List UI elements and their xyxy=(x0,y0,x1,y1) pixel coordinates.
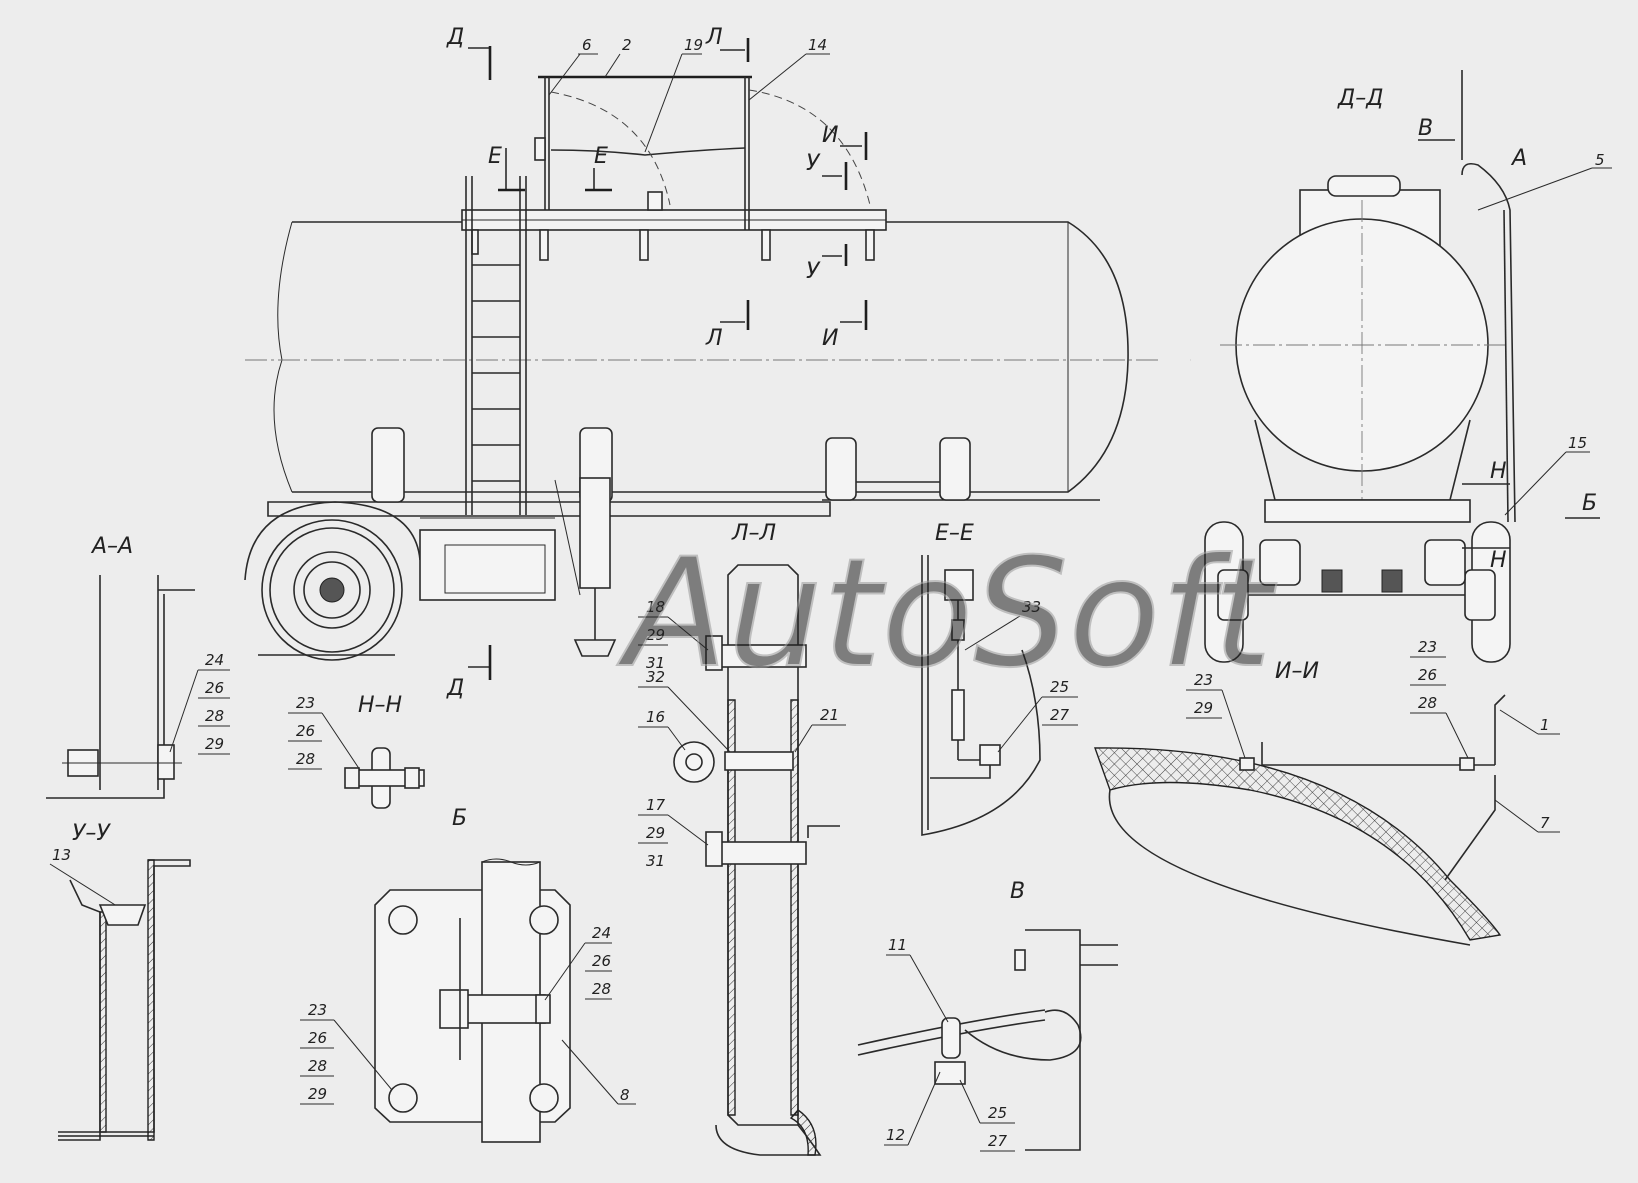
view-v: В 11 12 25 27 xyxy=(857,879,1118,1152)
callout-14: 14 xyxy=(808,36,827,54)
platform-legs xyxy=(471,229,875,261)
callouts-main: 6 2 19 14 xyxy=(548,36,830,153)
b-callout-23: 23 xyxy=(308,1001,327,1019)
main-side-view xyxy=(244,75,1160,661)
ee-callout-27: 27 xyxy=(1050,706,1070,724)
v-callout-12: 12 xyxy=(886,1126,905,1144)
ii-callout-7: 7 xyxy=(1540,814,1550,832)
ll-callout-29a: 29 xyxy=(646,626,665,644)
callout-5: 5 xyxy=(1595,151,1605,169)
ii-callout-26: 26 xyxy=(1418,666,1437,684)
ee-callout-25: 25 xyxy=(1050,678,1069,696)
ll-callout-17: 17 xyxy=(646,796,666,814)
ii-callout-1: 1 xyxy=(1540,716,1550,734)
view-ee: Е–Е 33 25 27 xyxy=(921,521,1078,836)
section-u-bottom-label: У xyxy=(806,259,821,284)
section-i-top-label: И xyxy=(822,123,838,148)
b-callout-29: 29 xyxy=(308,1085,327,1103)
b-callout-24: 24 xyxy=(592,924,611,942)
ii-callout-29: 29 xyxy=(1194,699,1213,717)
nn-callout-26: 26 xyxy=(296,722,315,740)
marker-v: В xyxy=(1418,116,1433,141)
section-l-bottom-label: Л xyxy=(705,326,723,351)
view-uu: У–У 13 xyxy=(49,821,191,1141)
ii-callout-28: 28 xyxy=(1418,694,1437,712)
ll-callout-21: 21 xyxy=(820,706,839,724)
section-l-top-label: Л xyxy=(705,25,723,50)
section-d-top-label: Д xyxy=(446,25,464,50)
ll-callout-31b: 31 xyxy=(646,852,665,870)
section-e-right-label: Е xyxy=(594,144,608,169)
view-ee-title: Е–Е xyxy=(935,521,974,546)
view-ll-title: Л–Л xyxy=(731,521,776,546)
section-e-left-label: Е xyxy=(488,144,502,169)
toolbox xyxy=(419,517,556,601)
aa-callout-29: 29 xyxy=(205,735,224,753)
view-ii: И–И 23 29 23 26 28 1 7 xyxy=(1094,638,1560,946)
view-nn: Н–Н 23 26 28 xyxy=(288,693,425,809)
section-i-bottom-label: И xyxy=(822,326,838,351)
view-ll: Л–Л 18 29 31 32 16 21 17 29 31 xyxy=(638,521,846,1156)
v-callout-11: 11 xyxy=(888,936,907,954)
view-dd-title: Д–Д xyxy=(1337,86,1383,111)
section-d-bottom-label: Д xyxy=(446,676,464,701)
tank-saddles xyxy=(371,427,971,503)
view-aa-title: А–А xyxy=(90,534,133,559)
wheel-assembly xyxy=(244,501,421,661)
callout-2: 2 xyxy=(622,36,632,54)
marker-a: А xyxy=(1510,146,1527,171)
view-v-title: В xyxy=(1010,879,1025,904)
ll-callout-31a: 31 xyxy=(646,654,665,672)
b-callout-26: 26 xyxy=(592,952,611,970)
marker-n-2: Н xyxy=(1490,548,1507,573)
b-callout-28: 28 xyxy=(592,980,611,998)
section-u-top-label: У xyxy=(806,151,821,176)
marker-b: Б xyxy=(1582,491,1597,516)
b-callout-28b: 28 xyxy=(308,1057,327,1075)
platform-railing xyxy=(534,75,871,230)
b-callout-8: 8 xyxy=(620,1086,630,1104)
nn-callout-23: 23 xyxy=(296,694,315,712)
watermark: AutoSoft xyxy=(617,527,1277,701)
ee-callout-33: 33 xyxy=(1022,598,1041,616)
view-nn-title: Н–Н xyxy=(358,693,402,718)
callout-6: 6 xyxy=(582,36,592,54)
support-leg xyxy=(554,477,617,657)
ll-callout-32: 32 xyxy=(646,668,665,686)
ll-callout-18: 18 xyxy=(646,598,665,616)
view-uu-title: У–У xyxy=(72,821,111,846)
view-dd: Д–Д В А 5 Н 15 Б Н xyxy=(1204,70,1612,663)
ll-callout-16: 16 xyxy=(646,708,665,726)
view-aa: А–А 24 26 28 29 xyxy=(46,534,230,799)
ii-callout-23a: 23 xyxy=(1194,671,1213,689)
aa-callout-24: 24 xyxy=(205,651,224,669)
callout-15: 15 xyxy=(1568,434,1587,452)
ll-callout-29b: 29 xyxy=(646,824,665,842)
ladder xyxy=(465,176,527,515)
view-ii-title: И–И xyxy=(1275,659,1319,684)
v-callout-27: 27 xyxy=(988,1132,1008,1150)
view-b: Б 24 26 28 8 23 26 28 29 xyxy=(300,806,636,1143)
uu-callout-13: 13 xyxy=(52,846,71,864)
v-callout-25: 25 xyxy=(988,1104,1007,1122)
section-markers-main: Д Д Е Е Л Л И И У У xyxy=(446,25,868,701)
aa-callout-28: 28 xyxy=(205,707,224,725)
b-callout-26b: 26 xyxy=(308,1029,327,1047)
callout-19: 19 xyxy=(684,36,703,54)
view-b-title: Б xyxy=(452,806,467,831)
ii-callout-23b: 23 xyxy=(1418,638,1437,656)
nn-callout-28: 28 xyxy=(296,750,315,768)
marker-n-1: Н xyxy=(1490,459,1507,484)
aa-callout-26: 26 xyxy=(205,679,224,697)
